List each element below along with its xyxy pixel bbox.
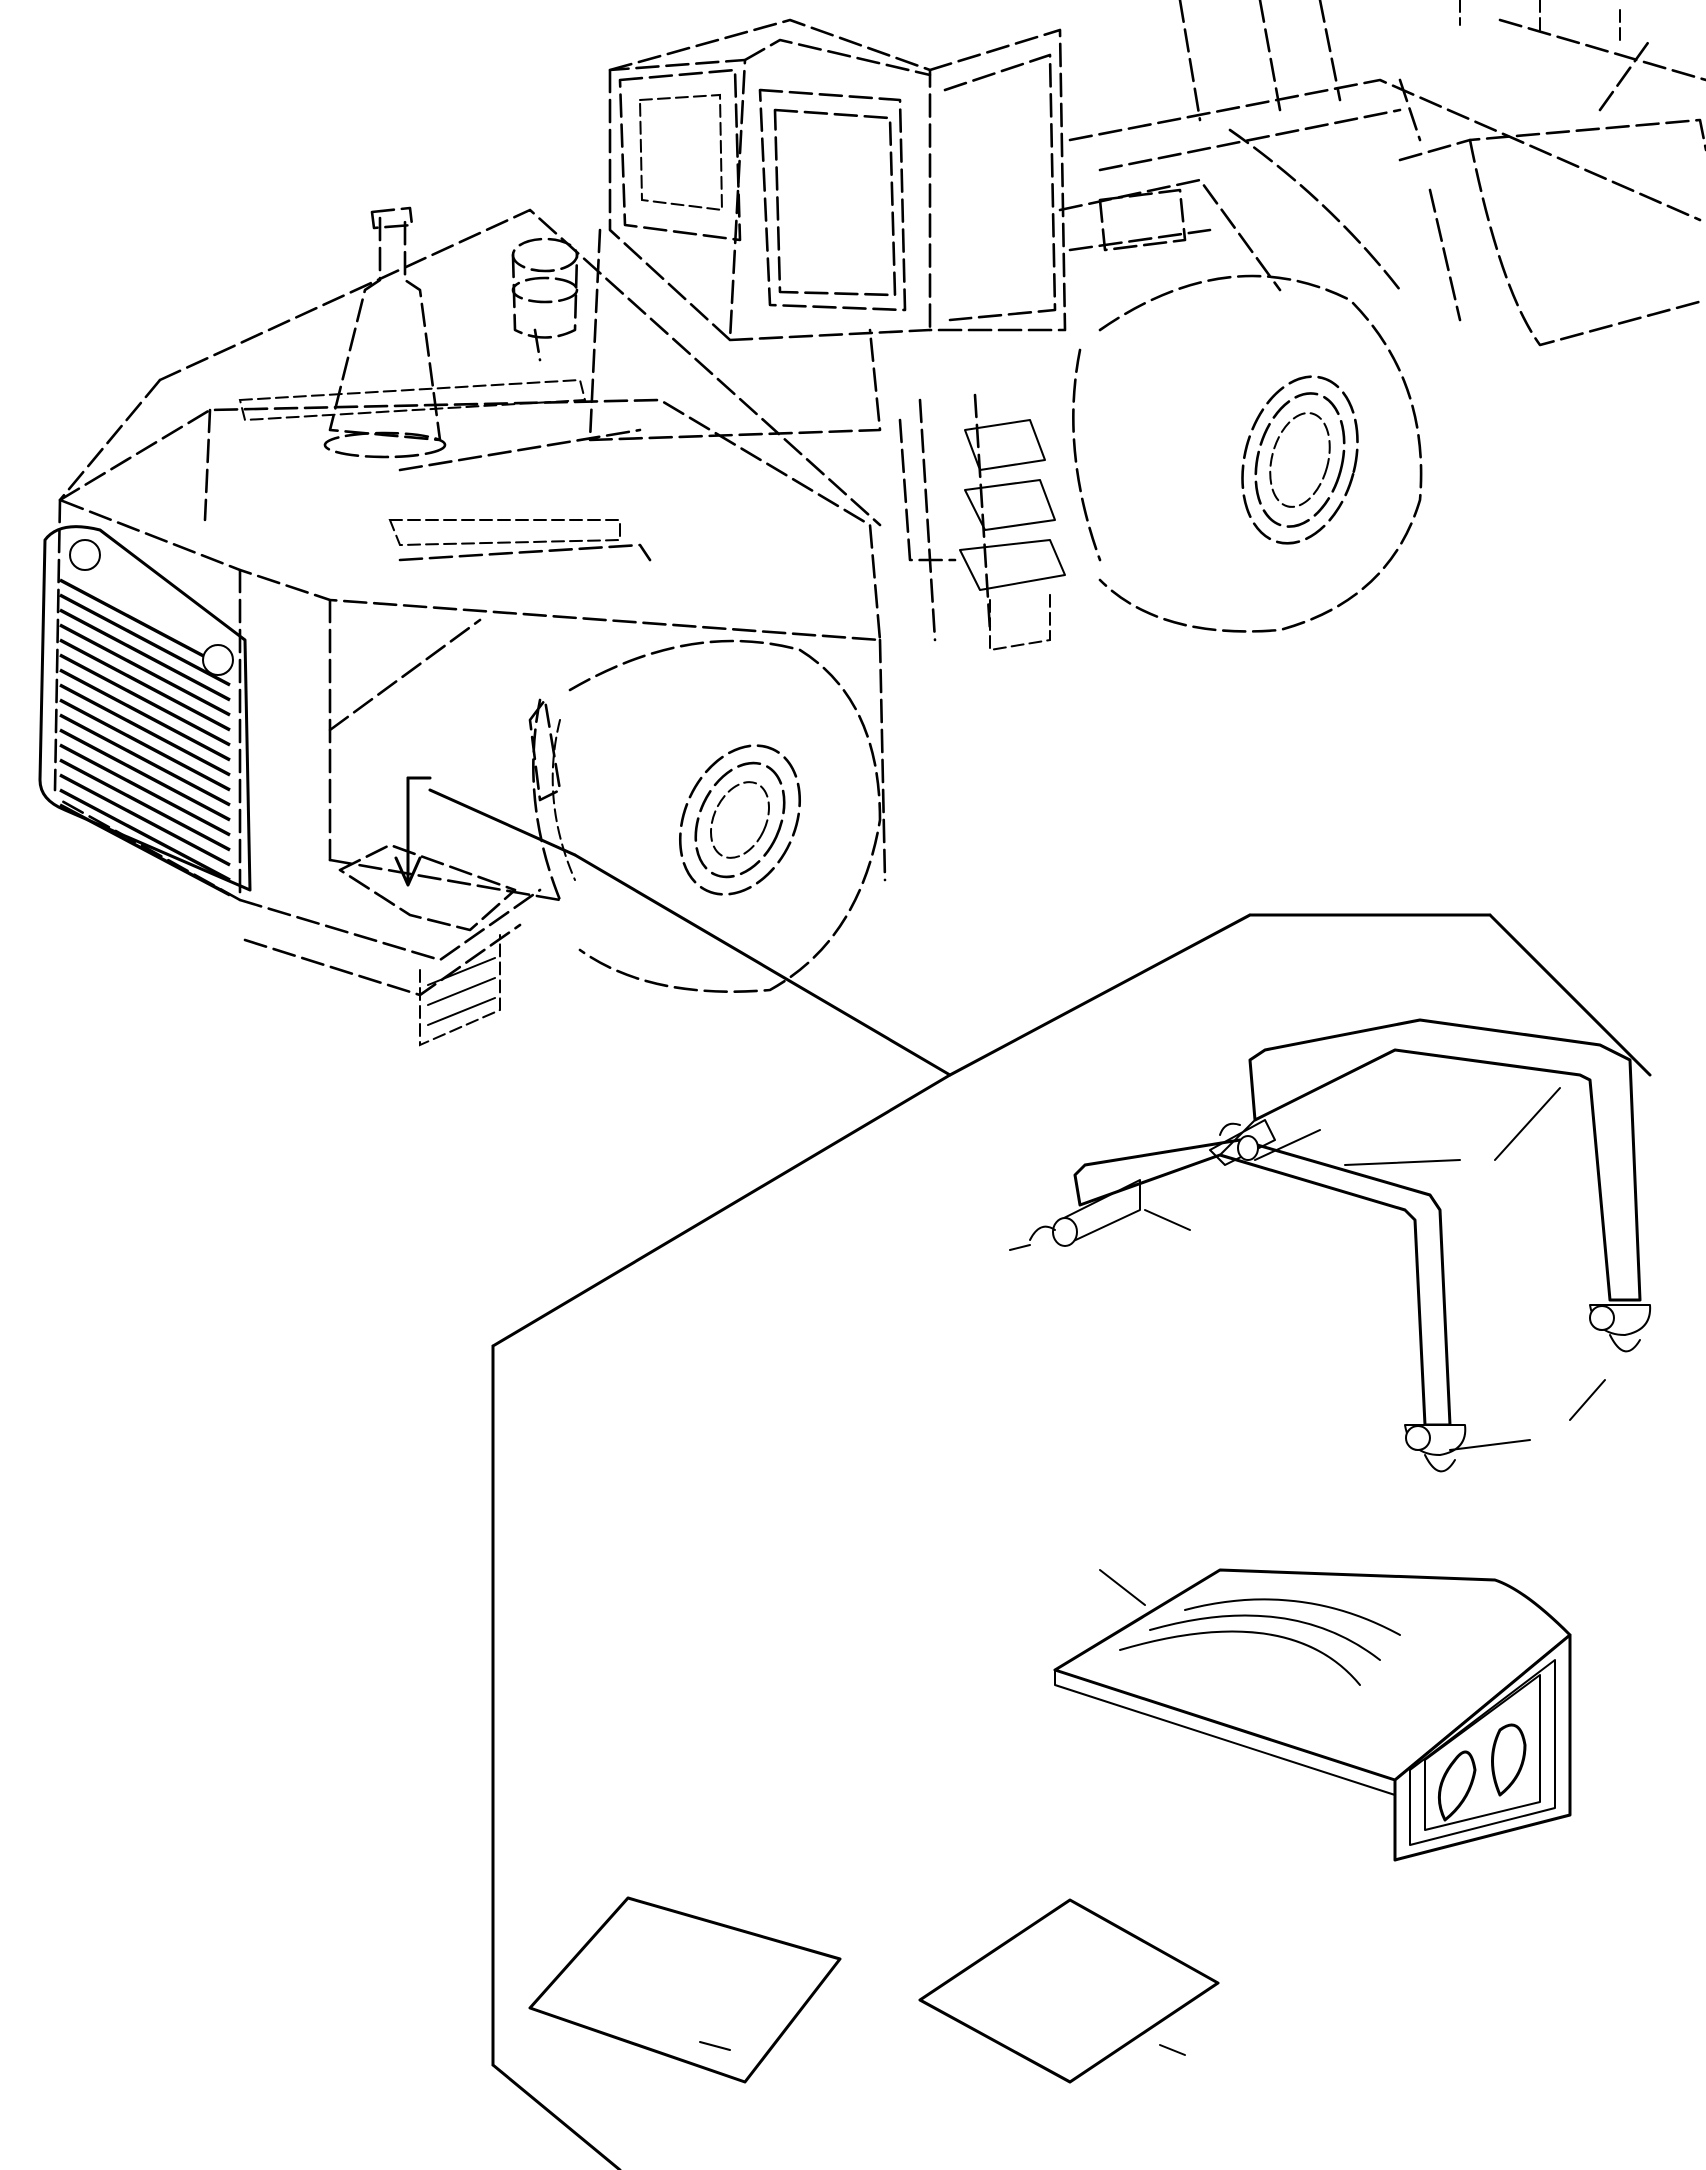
- loader-arms-icon: [1058, 0, 1702, 292]
- grille-slat: [59, 608, 231, 702]
- grille-slat: [59, 668, 231, 762]
- decal-plate-icon: [528, 1896, 842, 2084]
- engine-hood: [53, 208, 887, 902]
- grille-slat: [59, 803, 231, 897]
- grille-slat: [59, 593, 231, 687]
- bucket-icon: [1398, 0, 1706, 347]
- air-cleaner-icon: [511, 237, 579, 362]
- decal-plate-icon: [918, 1898, 1220, 2084]
- grille-slat: [59, 578, 231, 672]
- detail-frame: [428, 788, 1652, 2170]
- grille-slat: [59, 683, 231, 777]
- grille-slat: [59, 713, 231, 807]
- operator-cab-icon: [588, 18, 1067, 442]
- grille-slat: [59, 728, 231, 822]
- grille-slat: [59, 773, 231, 867]
- grille-slat: [59, 653, 231, 747]
- radiator-grille-icon: [38, 525, 252, 897]
- front-wheel-icon: [1072, 274, 1423, 633]
- grille-slat: [59, 743, 231, 837]
- wheel-loader-icon: [38, 0, 1706, 1047]
- grille-slat: [59, 788, 231, 882]
- grille-slat: [59, 698, 231, 792]
- rear-bumper: [238, 843, 542, 1047]
- grille-slat: [59, 638, 231, 732]
- wheel-chock-icon: [1053, 1568, 1572, 1862]
- access-ladder-icon: [898, 393, 1066, 652]
- grille-slat: [59, 758, 231, 852]
- callout-leaders: [699, 1074, 1651, 2056]
- rear-wheel-icon: [528, 639, 882, 993]
- down-arrow-icon: [394, 776, 432, 887]
- grille-slat: [59, 623, 231, 717]
- exhaust-stack-icon: [323, 206, 447, 459]
- locking-bar-icon: [1029, 1018, 1652, 1473]
